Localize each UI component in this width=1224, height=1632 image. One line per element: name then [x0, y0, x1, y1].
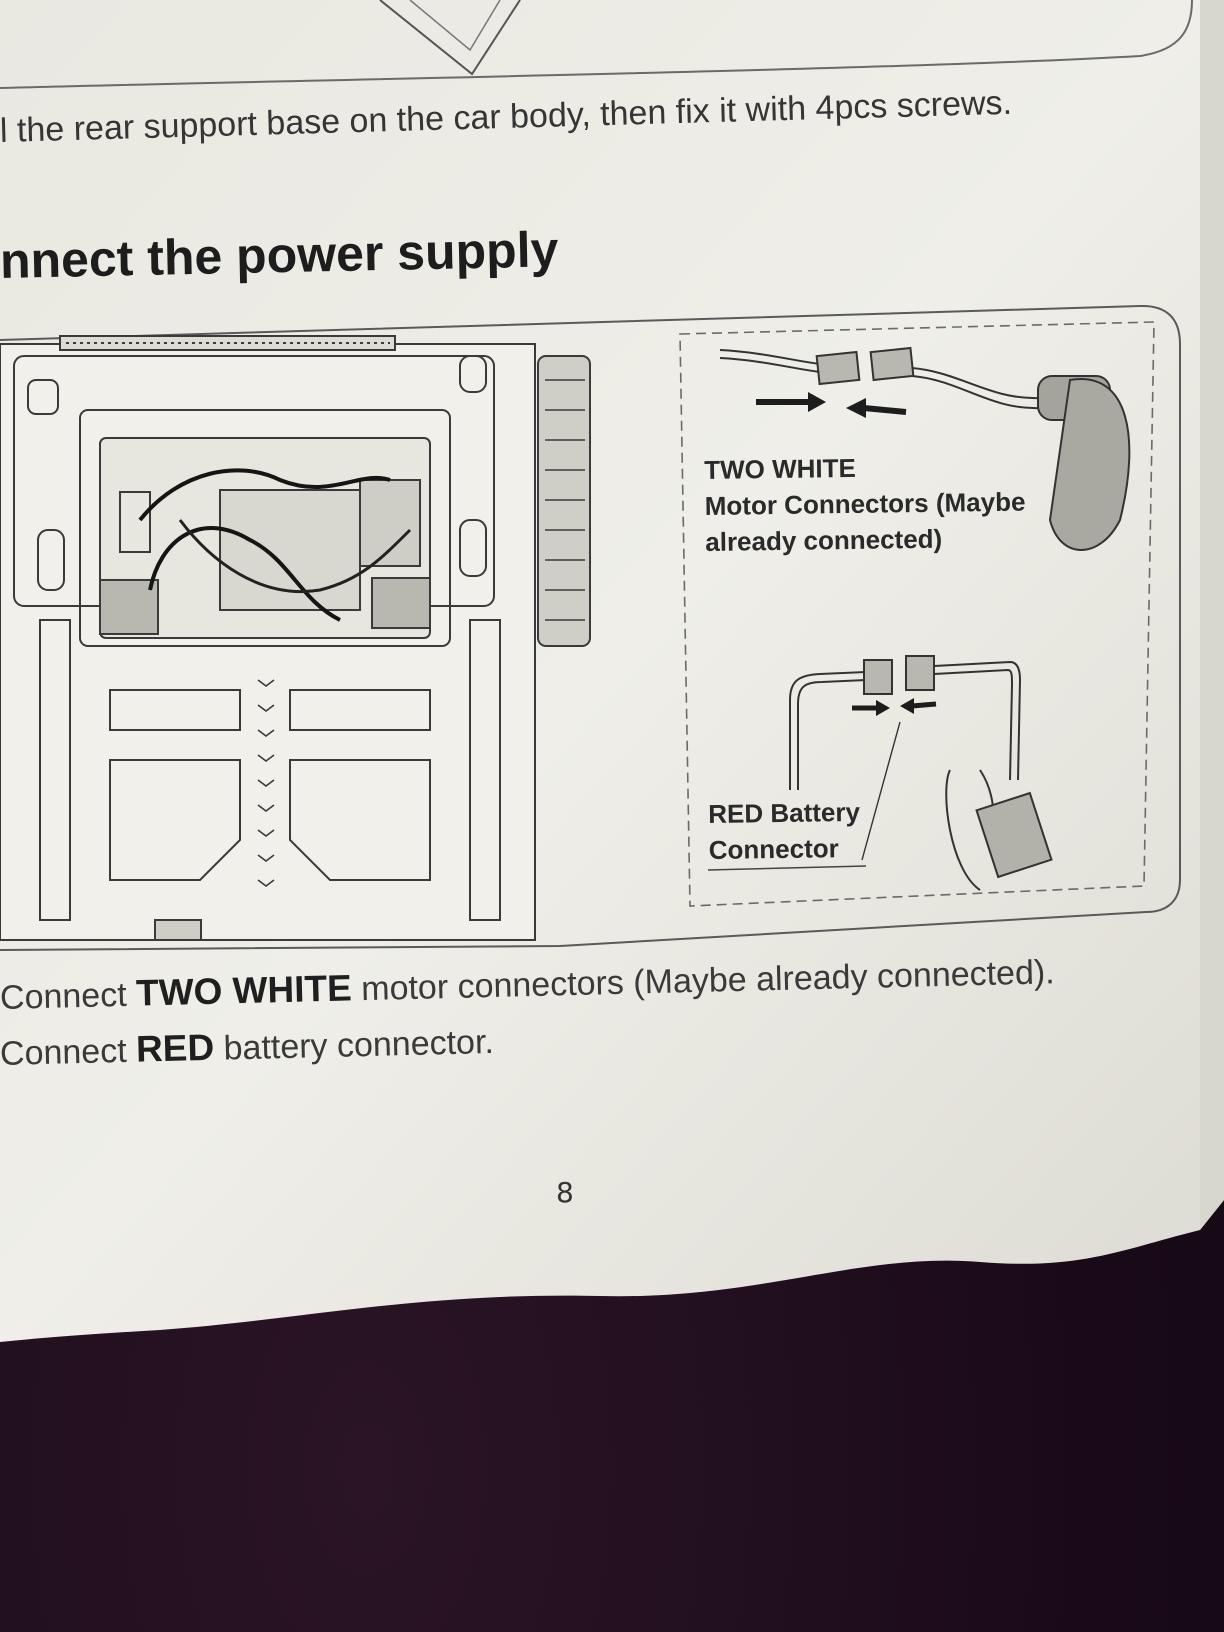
battery-connector-illustration [789, 655, 1053, 891]
red-battery-connector-label: RED Battery Connector [708, 794, 861, 868]
page-number: 8 [556, 1176, 574, 1209]
step2-suffix: battery connector. [213, 1022, 495, 1068]
car-body-illustration [0, 335, 591, 941]
step2-bold: RED [135, 1026, 215, 1070]
step2-prefix: Connect [0, 1031, 137, 1073]
step1-bold: TWO WHITE [135, 967, 353, 1014]
red-label-line2: Connector [708, 833, 839, 865]
red-label-line1: RED Battery [708, 796, 861, 829]
motor-label-line3: already connected) [705, 523, 943, 557]
step1-prefix: Connect [0, 975, 137, 1017]
motor-connectors-label: TWO WHITE Motor Connectors (Maybe alread… [704, 448, 1026, 560]
motor-connector-illustration [719, 346, 1131, 551]
detail-inset [679, 321, 1155, 907]
motor-label-line1: TWO WHITE [704, 452, 857, 485]
diagram-frame [0, 304, 1181, 951]
motor-label-line2: Motor Connectors (Maybe [704, 486, 1026, 521]
section-heading: nnect the power supply [0, 221, 559, 289]
